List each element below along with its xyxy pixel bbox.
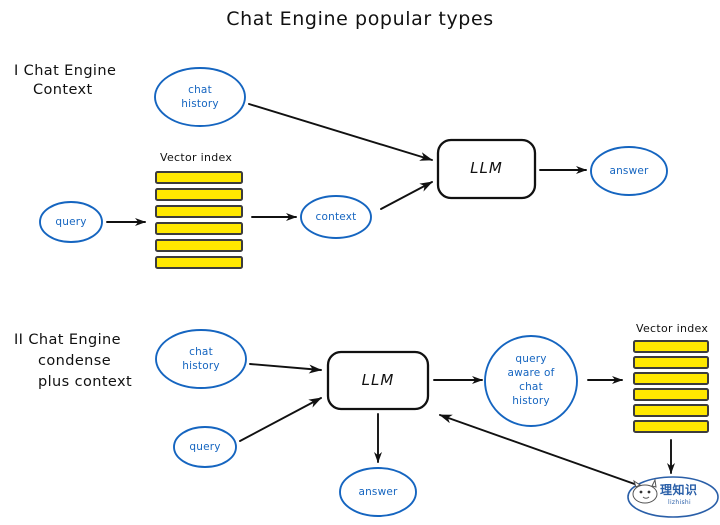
arrow-query-to-llm-2 — [239, 397, 322, 442]
vector-index-bars-2 — [633, 340, 709, 433]
node-chat-history-1 — [154, 67, 246, 127]
node-llm-1 — [436, 138, 537, 200]
arrow-context-back-to-llm-2 — [439, 414, 647, 489]
vector-index-bars-1 — [155, 171, 243, 269]
node-answer-2 — [339, 467, 417, 517]
node-llm-2 — [326, 350, 430, 411]
arrow-context-to-llm-1 — [380, 181, 433, 210]
watermark-ellipse — [627, 476, 719, 518]
node-query-1 — [39, 201, 103, 243]
node-chat-history-2 — [155, 329, 247, 389]
arrow-chat-history-to-llm-1 — [248, 103, 433, 161]
node-query-aware-2 — [484, 335, 578, 427]
node-query-2 — [173, 426, 237, 468]
node-context-1 — [300, 195, 372, 239]
node-answer-1 — [590, 146, 668, 196]
arrow-chat-history-to-llm-2 — [249, 363, 322, 374]
cat-icon — [632, 478, 658, 504]
